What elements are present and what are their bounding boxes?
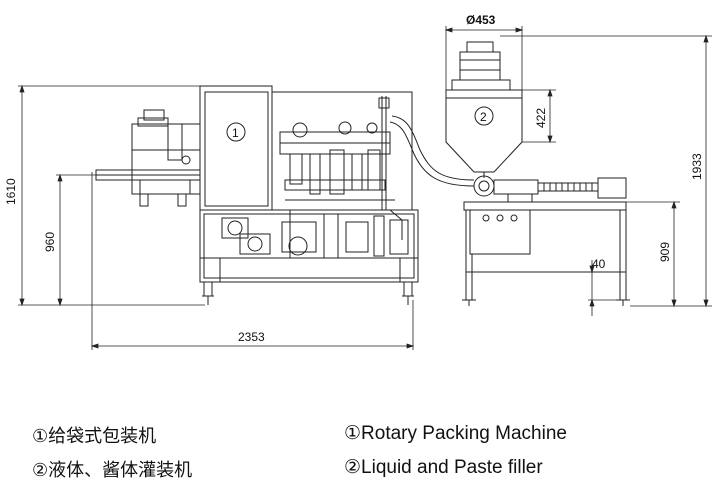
marker-1-label: 1 bbox=[232, 126, 239, 140]
legend-cn-2: ②液体、酱体灌装机 bbox=[32, 460, 193, 481]
dim-height-machine: 1610 bbox=[4, 178, 18, 205]
dim-width-total: 2353 bbox=[238, 330, 265, 344]
dim-hopper-height: 422 bbox=[534, 108, 548, 128]
legend-cn-1: ①给袋式包装机 bbox=[32, 426, 157, 447]
legend-en-1: ①Rotary Packing Machine bbox=[344, 423, 567, 444]
liquid-paste-filler bbox=[389, 41, 630, 306]
rotary-packing-machine bbox=[95, 85, 419, 305]
dim-height-table: 960 bbox=[43, 232, 57, 252]
dim-height-filler: 1933 bbox=[690, 153, 704, 180]
dimension-lines bbox=[18, 26, 712, 350]
legend-en-2: ②Liquid and Paste filler bbox=[344, 457, 543, 478]
marker-2-circle bbox=[474, 106, 494, 126]
marker-1-circle bbox=[226, 122, 246, 142]
marker-2-label: 2 bbox=[480, 110, 487, 124]
dim-height-filler-table: 909 bbox=[658, 242, 672, 262]
dim-hopper-diameter: Ø453 bbox=[466, 13, 496, 27]
dim-foot-height: 40 bbox=[592, 257, 606, 271]
